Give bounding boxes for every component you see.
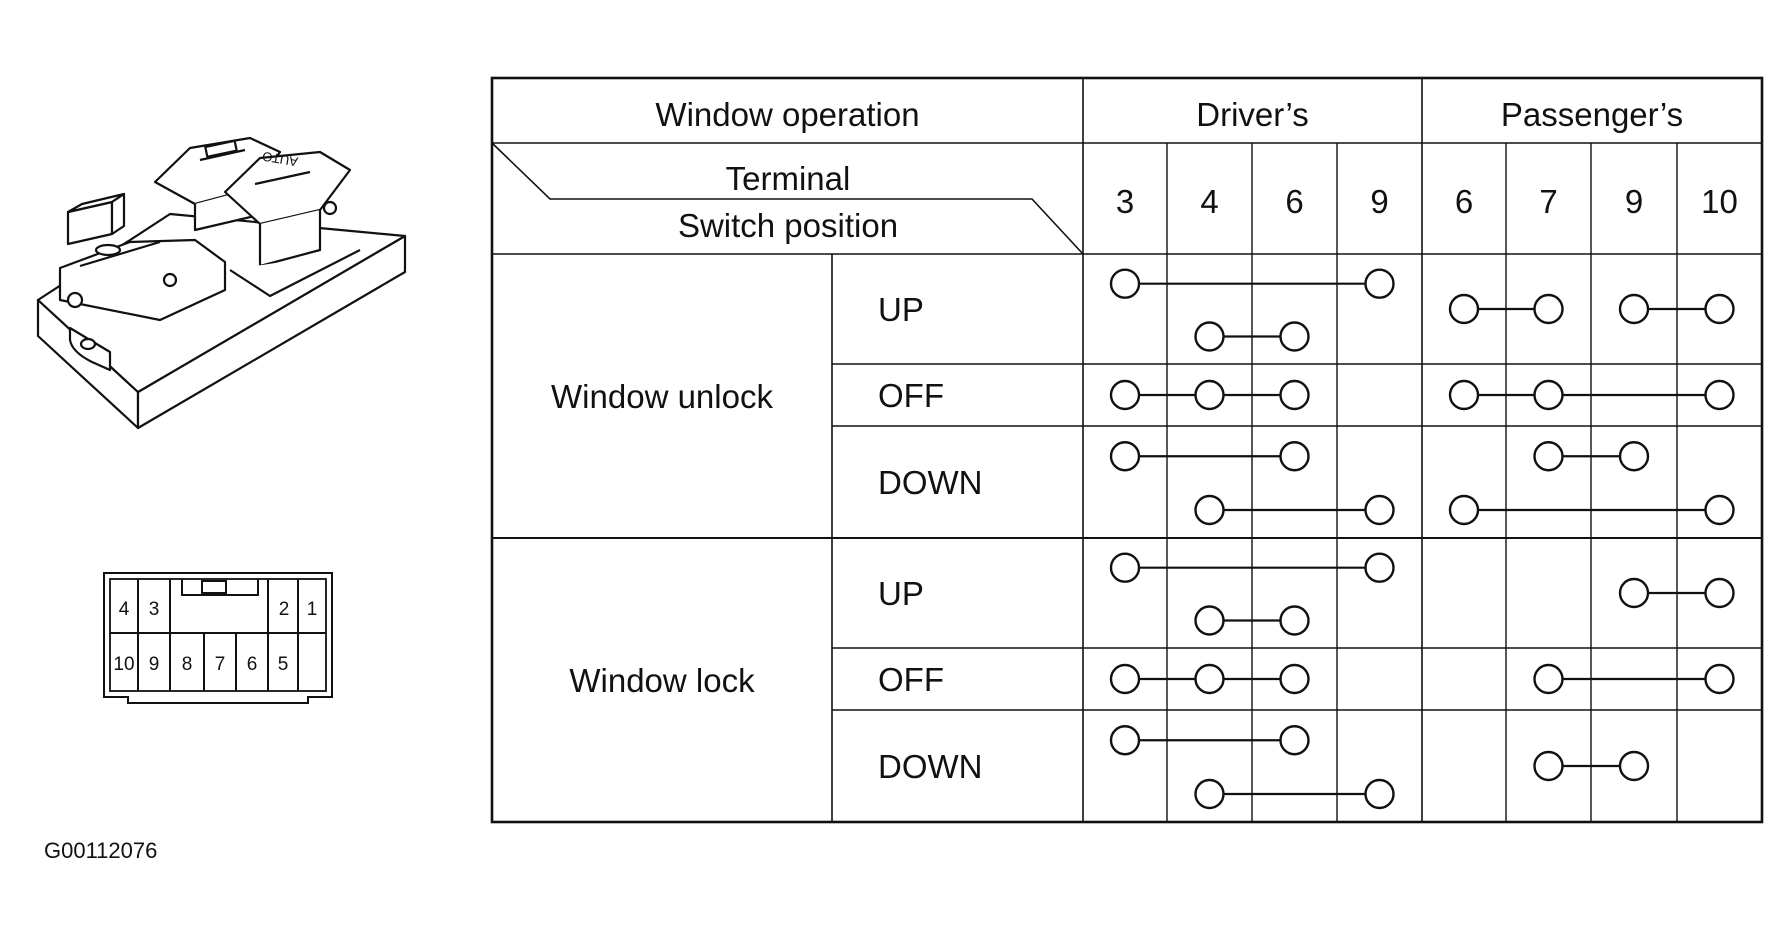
terminal-node: [1194, 379, 1225, 411]
terminal-node: [1194, 321, 1225, 352]
continuity-link: [1109, 441, 1310, 472]
terminal-node: [1279, 321, 1310, 352]
continuity-link: [1194, 494, 1395, 526]
terminal-node: [1364, 552, 1395, 583]
terminal-node: [1109, 441, 1141, 472]
terminal-node: [1364, 494, 1395, 526]
terminal-node: [1533, 293, 1564, 325]
terminal-node: [1704, 379, 1735, 411]
terminal-node: [1533, 750, 1564, 782]
power-window-switch-illustration: AUTO: [36, 136, 407, 430]
switch-position-label: UP: [878, 575, 924, 612]
terminal-node: [1194, 663, 1225, 695]
terminal-node: [1704, 663, 1735, 695]
continuity-link: [1533, 441, 1650, 472]
connector-pin-label: 3: [149, 599, 160, 620]
figure-id: G00112076: [44, 838, 158, 863]
connector-pin-label: 9: [149, 654, 160, 675]
connector-pin-label: 2: [279, 599, 290, 620]
terminal-node: [1279, 663, 1310, 695]
mode-label: Window lock: [569, 662, 755, 699]
continuity-link: [1618, 293, 1735, 325]
header-diagonal: [491, 142, 1084, 255]
connector-pin-label: 4: [119, 599, 130, 620]
continuity-link: [1533, 663, 1735, 695]
header-passengers: Passenger’s: [1501, 96, 1683, 133]
terminal-node: [1364, 268, 1395, 299]
header-window-operation: Window operation: [655, 96, 919, 133]
terminal-number: 7: [1539, 183, 1557, 220]
terminal-number: 3: [1116, 183, 1134, 220]
terminal-node: [1704, 494, 1735, 526]
continuity-link: [1194, 321, 1310, 352]
switch-position-label: UP: [878, 291, 924, 328]
terminal-node: [1109, 268, 1141, 299]
terminal-node: [1109, 379, 1141, 411]
connector-pin-label: 6: [247, 654, 258, 675]
terminal-number: 10: [1701, 183, 1738, 220]
terminal-node: [1448, 379, 1480, 411]
continuity-link: [1194, 778, 1395, 810]
terminal-node: [1618, 441, 1650, 472]
terminal-node: [1533, 663, 1564, 695]
terminal-node: [1109, 725, 1141, 756]
terminal-number: 6: [1455, 183, 1473, 220]
switch-position-label: DOWN: [878, 464, 982, 501]
terminal-node: [1704, 293, 1735, 325]
terminal-node: [1533, 379, 1564, 411]
terminal-node: [1618, 750, 1650, 782]
terminal-node: [1194, 778, 1225, 810]
terminal-node: [1109, 552, 1141, 583]
switch-position-label: OFF: [878, 661, 944, 698]
terminal-node: [1618, 577, 1650, 609]
connector-pin-label: 8: [182, 654, 193, 675]
terminal-node: [1109, 663, 1141, 695]
terminal-number: 4: [1200, 183, 1218, 220]
terminal-number: 6: [1285, 183, 1303, 220]
terminal-node: [1364, 778, 1395, 810]
auto-label: AUTO: [261, 149, 299, 170]
terminal-label: Terminal: [726, 160, 851, 197]
switch-position-label: Switch position: [678, 207, 898, 244]
connector-pin-label: 7: [215, 654, 226, 675]
table-border: [490, 76, 1764, 824]
terminal-node: [1618, 293, 1650, 325]
terminal-node: [1279, 379, 1310, 411]
mode-label: Window unlock: [551, 378, 773, 415]
terminal-number: 9: [1370, 183, 1388, 220]
continuity-link: [1109, 268, 1395, 299]
terminal-number: 9: [1625, 183, 1643, 220]
continuity-link: [1194, 605, 1310, 636]
terminal-node: [1448, 293, 1480, 325]
continuity-link: [1109, 379, 1310, 411]
connector-pin-label: 10: [113, 654, 134, 675]
header-drivers: Driver’s: [1196, 96, 1308, 133]
terminal-node: [1279, 605, 1310, 636]
continuity-link: [1618, 577, 1735, 609]
switch-position-label: DOWN: [878, 748, 982, 785]
continuity-link: [1533, 750, 1650, 782]
continuity-link: [1109, 725, 1310, 756]
terminal-node: [1194, 494, 1225, 526]
connector-pin-label: 1: [307, 599, 318, 620]
connector-pin-label: 5: [278, 654, 289, 675]
terminal-node: [1279, 725, 1310, 756]
terminal-node: [1194, 605, 1225, 636]
terminal-node: [1704, 577, 1735, 609]
continuity-link: [1448, 494, 1735, 526]
connector-outline: [103, 572, 333, 704]
terminal-node: [1448, 494, 1480, 526]
connector-latch: [181, 579, 259, 596]
continuity-link: [1448, 379, 1735, 411]
terminal-node: [1533, 441, 1564, 472]
continuity-link: [1109, 552, 1395, 583]
continuity-link: [1109, 663, 1310, 695]
switch-position-label: OFF: [878, 377, 944, 414]
terminal-node: [1279, 441, 1310, 472]
continuity-link: [1448, 293, 1564, 325]
